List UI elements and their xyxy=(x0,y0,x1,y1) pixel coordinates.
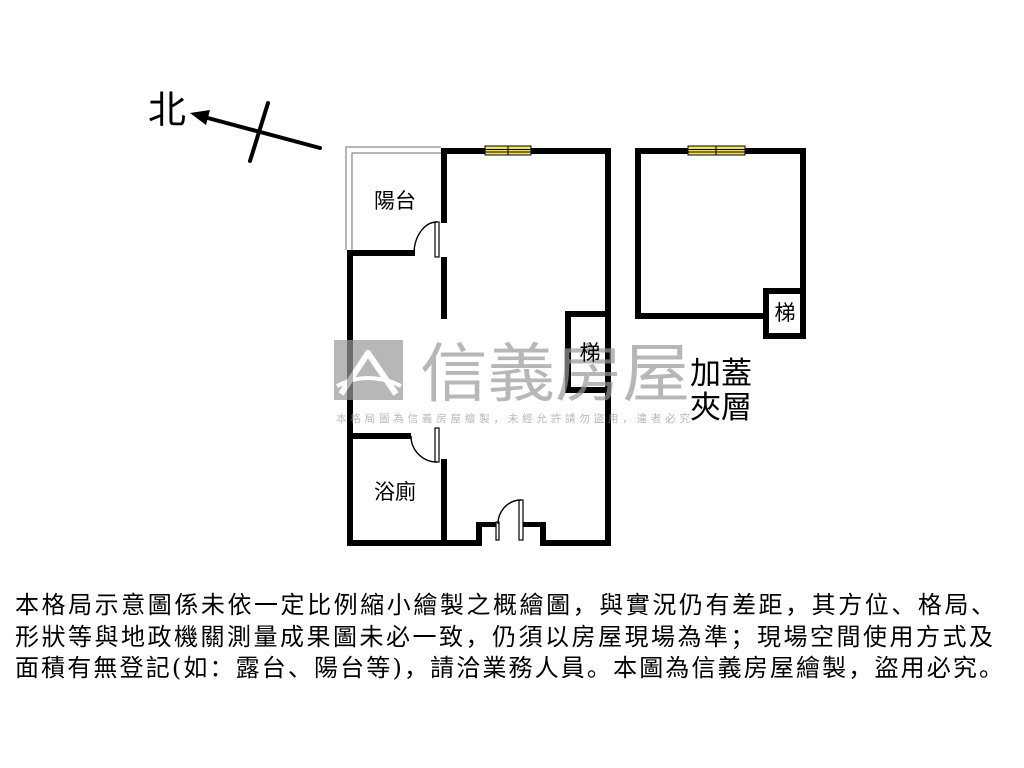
wall-entrance-left-riser xyxy=(476,522,482,546)
mezzanine-stairs-label: 梯 xyxy=(775,301,796,325)
stairs-label: 梯 xyxy=(580,341,601,365)
stair-wall-left xyxy=(565,311,571,393)
wall-bathroom-top xyxy=(347,433,411,439)
stair-wall-top xyxy=(565,311,607,317)
mezzanine-wall-bottom xyxy=(635,313,768,319)
balcony-door-icon xyxy=(413,221,440,258)
wall-inner-upper xyxy=(441,148,447,223)
stair-wall-bottom xyxy=(565,387,607,393)
mezzanine-label-line-2: 夾層 xyxy=(690,390,752,426)
wall-inner-middle xyxy=(441,257,447,319)
wall-bottom-left xyxy=(347,540,481,546)
mezzanine-wall-right xyxy=(800,148,806,339)
north-arrow-shaft xyxy=(202,115,322,150)
mezzanine-plan xyxy=(635,145,806,339)
bathroom-door-icon xyxy=(410,427,440,463)
balcony-outline-outer xyxy=(345,146,441,250)
disclaimer: 本格局示意圖係未依一定比例縮小繪製之概繪圖，與實況仍有差距，其方位、格局、 形狀… xyxy=(15,591,1003,682)
mezzanine-wall-left xyxy=(635,148,641,319)
wall-entrance-right-ledge xyxy=(520,522,546,527)
wall-bathroom-right xyxy=(441,459,447,546)
north-label: 北 xyxy=(148,88,186,132)
watermark-brand: 信義房屋 xyxy=(420,338,690,412)
wall-balcony-bottom xyxy=(347,250,415,256)
bathroom-label: 浴廁 xyxy=(374,480,416,504)
disclaimer-line: 形狀等與地政機關測量成果圖未必一致，仍須以房屋現場為準；現場空間使用方式及 xyxy=(15,623,993,651)
wall-right xyxy=(605,148,611,546)
watermark: 信義房屋 本格局圖為信義房屋繪製，未經允許請勿盜用，違者必究 xyxy=(334,338,691,425)
balcony-label: 陽台 xyxy=(374,189,416,213)
north-arrow-crossbar xyxy=(248,101,270,163)
window-icon xyxy=(484,145,532,156)
wall-bottom-right xyxy=(540,540,611,546)
mezzanine-window-icon xyxy=(687,145,746,156)
balcony-outline-inner xyxy=(351,152,441,250)
wall-entrance-right-riser xyxy=(540,522,546,546)
disclaimer-line: 面積有無登記(如：露台、陽台等)，請洽業務人員。本圖為信義房屋繪製，盜用必究。 xyxy=(15,654,1003,682)
north-arrow: 北 xyxy=(148,88,322,163)
sinyi-logo-icon xyxy=(334,340,403,400)
north-arrowhead-icon xyxy=(190,110,210,125)
mezzanine-stair-wall-bottom xyxy=(763,333,806,339)
watermark-notice: 本格局圖為信義房屋繪製，未經允許請勿盜用，違者必究 xyxy=(336,412,691,425)
entrance-door-icon xyxy=(495,499,524,541)
mezzanine-stair-wall-left xyxy=(763,288,769,339)
disclaimer-line: 本格局示意圖係未依一定比例縮小繪製之概繪圖，與實況仍有差距，其方位、格局、 xyxy=(15,591,995,619)
mezzanine-label-line-1: 加蓋 xyxy=(690,356,752,392)
mezzanine-stair-wall-top xyxy=(763,288,806,294)
wall-entrance-left-ledge xyxy=(476,522,498,527)
